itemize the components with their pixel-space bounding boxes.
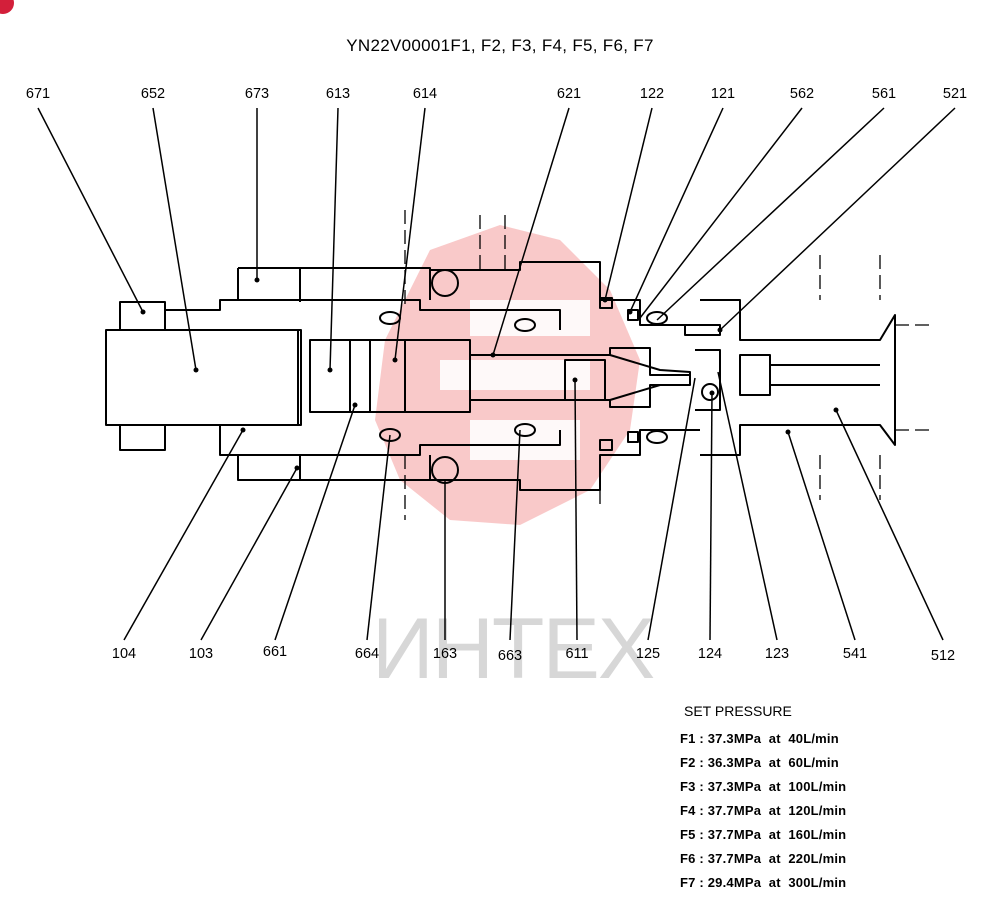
label-521: 521 [942,86,968,102]
label-661: 661 [262,644,288,660]
part-163-oring-top [431,269,459,297]
label-122: 122 [639,86,665,102]
part-613-piston [309,339,371,413]
label-125: 125 [635,646,661,662]
set-pressure-row-f3: F3 : 37.3MPa at 100L/min [680,779,847,794]
part-673-locknut-bottom [237,454,301,481]
corner-badge [0,0,14,14]
label-611: 611 [565,646,589,662]
label-124: 124 [697,646,723,662]
label-541: 541 [842,646,868,662]
label-652: 652 [140,86,166,102]
label-663: 663 [497,648,523,664]
part-652-screw [105,329,302,426]
label-562: 562 [789,86,815,102]
part-673-locknut-top [238,267,301,302]
label-613: 613 [325,86,351,102]
label-123: 123 [764,646,790,662]
set-pressure-row-f6: F6 : 37.7MPa at 220L/min [680,851,847,866]
label-512: 512 [930,648,956,664]
set-pressure-row-f5: F5 : 37.7MPa at 160L/min [680,827,847,842]
set-pressure-row-f2: F2 : 36.3MPa at 60L/min [680,755,839,770]
label-103: 103 [188,646,214,662]
label-163: 163 [432,646,458,662]
label-673: 673 [244,86,270,102]
label-121: 121 [710,86,736,102]
part-611-poppet [564,359,606,401]
part-614-sleeve [369,339,471,413]
set-pressure-heading: SET PRESSURE [684,703,792,719]
set-pressure-row-f7: F7 : 29.4MPa at 300L/min [680,875,847,890]
label-561: 561 [871,86,897,102]
watermark-text: ИНТЕХ [372,601,655,697]
label-664: 664 [354,646,380,662]
part-671-nut-top [119,301,166,331]
drawing-title: YN22V00001F1, F2, F3, F4, F5, F6, F7 [346,36,654,55]
set-pressure-row-f1: F1 : 37.3MPa at 40L/min [680,731,839,746]
label-621: 621 [556,86,582,102]
label-104: 104 [111,646,137,662]
label-614: 614 [412,86,438,102]
part-671-nut-bottom [119,424,166,451]
label-671: 671 [25,86,51,102]
set-pressure-row-f4: F4 : 37.7MPa at 120L/min [680,803,847,818]
